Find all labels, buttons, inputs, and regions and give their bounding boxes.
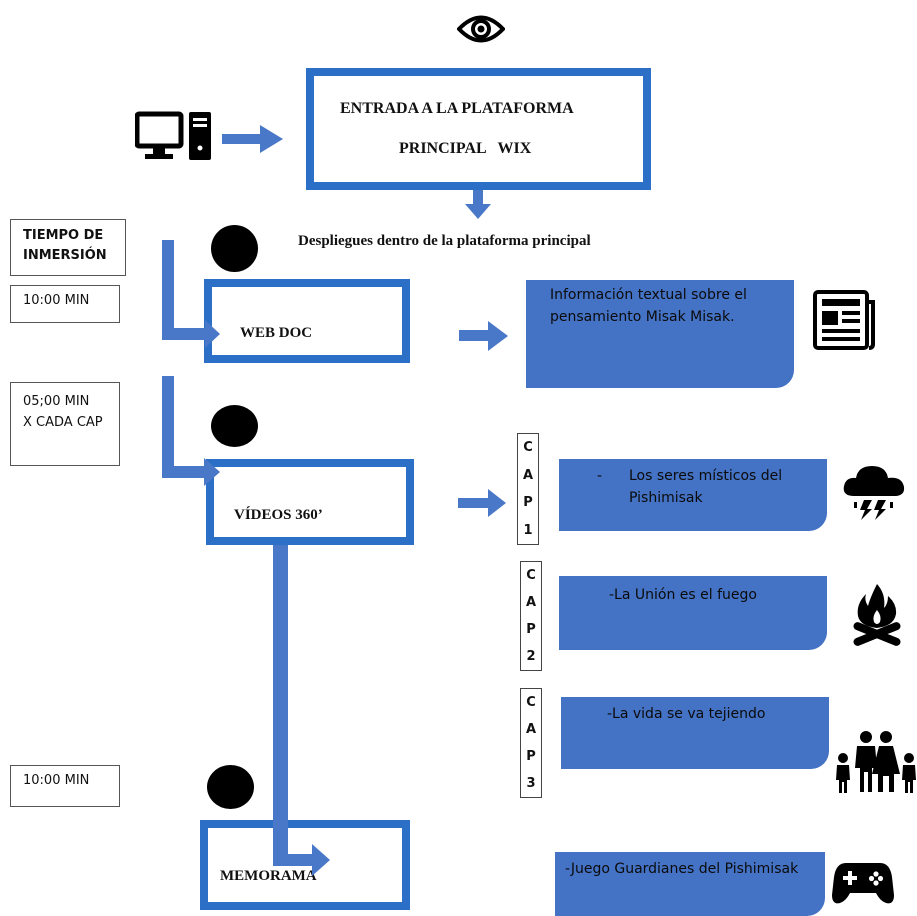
- videos-dot: [211, 405, 258, 447]
- arrow-entry-down: [465, 190, 491, 219]
- gamepad-icon: [832, 863, 894, 904]
- line-to-webdoc-vertical: [162, 240, 174, 340]
- time-videos-line-1: 05;00 MIN: [23, 394, 90, 409]
- cap-3-box: C A P 3: [520, 688, 542, 798]
- line-to-videos-vertical: [162, 376, 174, 476]
- immersion-time-header-line-1: TIEMPO DE: [23, 228, 104, 243]
- arrow-webdoc-to-info: [459, 321, 508, 351]
- time-videos-line-2: X CADA CAP: [23, 415, 103, 430]
- cap-3-letter-a: A: [525, 722, 537, 737]
- cap-1-letter-a: A: [522, 467, 534, 483]
- campfire-icon: [853, 584, 901, 646]
- cap-1-letter-p: P: [523, 495, 533, 511]
- entry-line-2: PRINCIPAL WIX: [399, 140, 532, 157]
- chapter-2-text: -La Unión es el fuego: [609, 587, 757, 603]
- memorama-card-text: -Juego Guardianes del Pishimisak: [565, 861, 799, 877]
- webdoc-info-text: Información textual sobre el pensamiento…: [550, 287, 747, 325]
- immersion-time-header-line-2: INMERSIÓN: [23, 248, 107, 263]
- computer-icon: [135, 111, 211, 160]
- memorama-box: MEMORAMA: [200, 820, 410, 910]
- memorama-label: MEMORAMA: [220, 868, 317, 884]
- cap-3-letter-p: P: [526, 749, 536, 764]
- cap-2-letter-p: P: [526, 622, 536, 637]
- arrow-computer-to-entry: [222, 125, 283, 153]
- family-icon: [836, 731, 916, 793]
- time-memorama: 10:00 MIN: [10, 765, 120, 807]
- time-videos: 05;00 MIN X CADA CAP: [10, 382, 120, 466]
- cap-1-number: 1: [523, 522, 533, 538]
- cap-2-box: C A P 2: [520, 561, 542, 671]
- time-webdoc: 10:00 MIN: [10, 285, 120, 323]
- chapter-1-card: - Los seres místicos del Pishimisak: [559, 459, 827, 531]
- immersion-time-header: TIEMPO DE INMERSIÓN: [10, 219, 126, 276]
- deployments-subtitle: Despliegues dentro de la plataforma prin…: [298, 233, 591, 249]
- cap-2-number: 2: [526, 649, 536, 664]
- chapter-2-card: -La Unión es el fuego: [559, 576, 827, 650]
- time-memorama-value: 10:00 MIN: [23, 773, 90, 788]
- cap-3-letter-c: C: [526, 695, 536, 710]
- webdoc-dot: [211, 225, 258, 272]
- chapter-1-text-prefix: -: [597, 468, 603, 484]
- storm-cloud-icon: [843, 466, 905, 520]
- webdoc-box: WEB DOC: [204, 279, 410, 363]
- chapter-3-card: -La vida se va tejiendo: [561, 697, 829, 769]
- cap-1-box: C A P 1: [517, 433, 539, 545]
- chapter-3-text: -La vida se va tejiendo: [607, 706, 766, 722]
- entry-platform-box: ENTRADA A LA PLATAFORMA PRINCIPAL WIX: [306, 68, 651, 190]
- memorama-dot: [207, 765, 254, 809]
- videos-box: VÍDEOS 360’: [206, 459, 414, 545]
- arrow-videos-to-cap: [458, 489, 506, 517]
- cap-1-letter-c: C: [523, 440, 533, 456]
- time-webdoc-value: 10:00 MIN: [23, 293, 90, 308]
- memorama-card: -Juego Guardianes del Pishimisak: [555, 852, 825, 916]
- videos-label: VÍDEOS 360’: [234, 507, 323, 523]
- webdoc-label: WEB DOC: [240, 325, 313, 341]
- entry-line-1: ENTRADA A LA PLATAFORMA: [340, 100, 574, 117]
- cap-3-number: 3: [526, 776, 536, 791]
- cap-2-letter-a: A: [525, 595, 537, 610]
- eye-icon: [457, 15, 505, 43]
- newspaper-icon: [813, 290, 875, 350]
- cap-2-letter-c: C: [526, 568, 536, 583]
- line-videos-to-memorama-vertical: [273, 545, 288, 865]
- webdoc-info-card: Información textual sobre el pensamiento…: [526, 280, 794, 388]
- chapter-1-text: Los seres místicos del Pishimisak: [629, 468, 783, 506]
